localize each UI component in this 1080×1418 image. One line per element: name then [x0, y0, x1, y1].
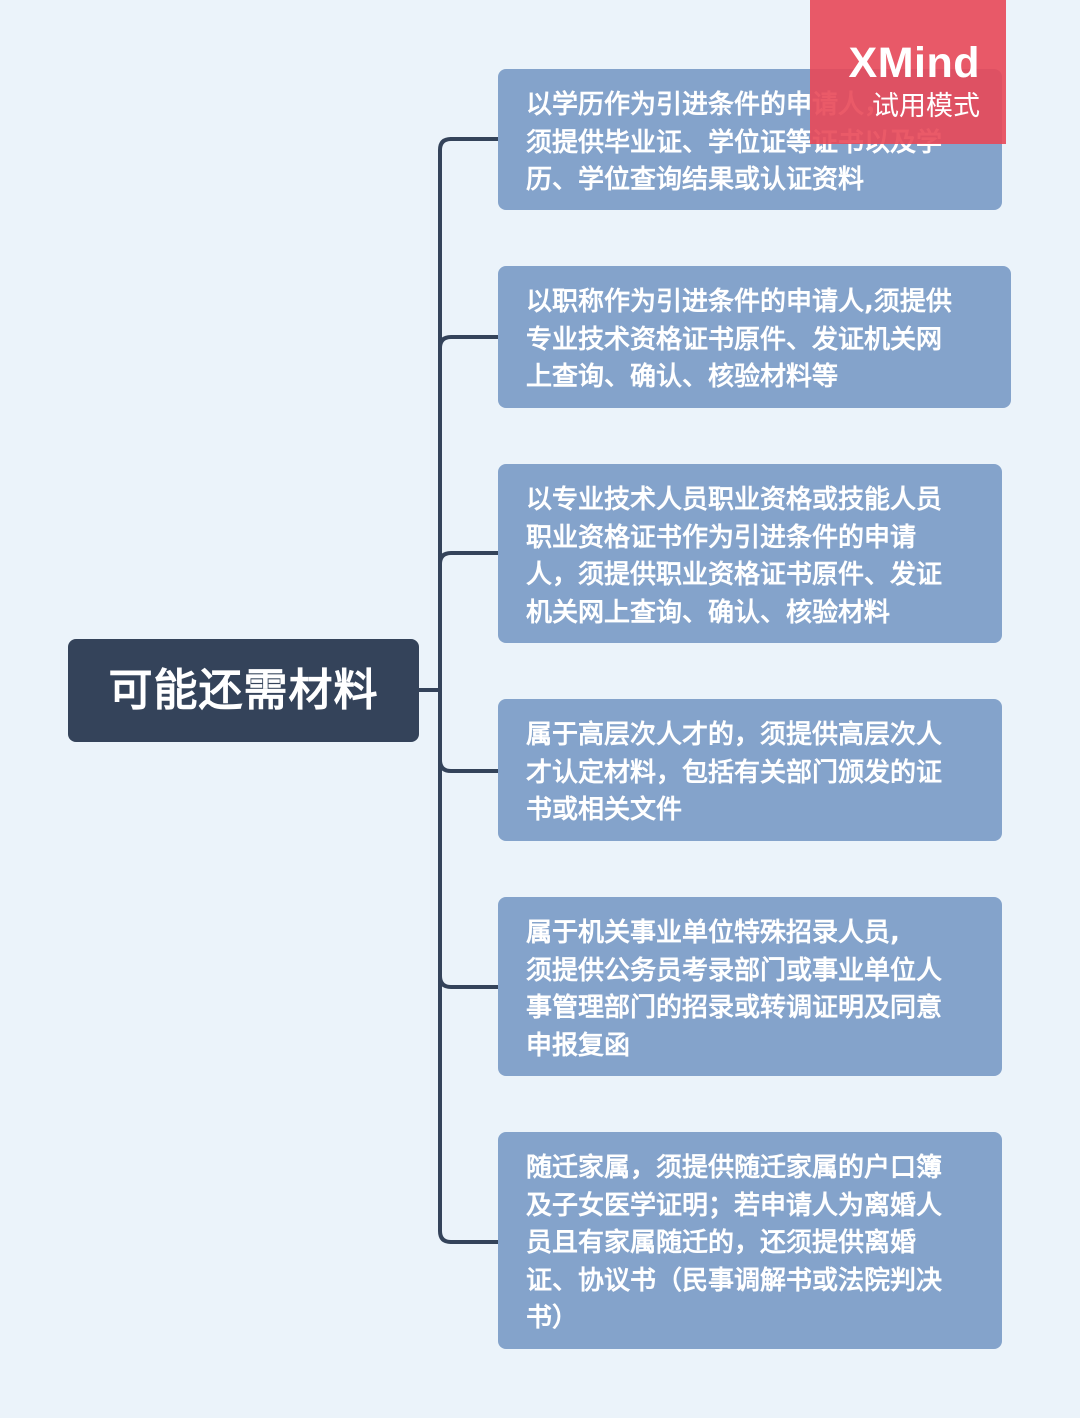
- connector-topic-4: [438, 758, 500, 773]
- root-topic[interactable]: 可能还需材料: [68, 639, 419, 742]
- watermark-mode: 试用模式: [872, 91, 980, 122]
- watermark-brand: XMind: [848, 39, 980, 87]
- xmind-trial-watermark: XMind 试用模式: [810, 0, 1006, 144]
- connector-topic-2: [438, 335, 500, 350]
- topic-vocational-qualification-materials[interactable]: 以专业技术人员职业资格或技能人员 职业资格证书作为引进条件的申请 人，须提供职业…: [498, 464, 1002, 643]
- connector-topic-3: [438, 551, 500, 566]
- topic-accompanying-family-materials[interactable]: 随迁家属，须提供随迁家属的户口簿 及子女医学证明；若申请人为离婚人 员且有家属随…: [498, 1132, 1002, 1349]
- connector-topic-5: [438, 974, 500, 989]
- topic-high-level-talent-materials[interactable]: 属于高层次人才的，须提供高层次人 才认定材料，包括有关部门颁发的证 书或相关文件: [498, 699, 1002, 841]
- topic-professional-title-materials[interactable]: 以职称作为引进条件的申请人,须提供 专业技术资格证书原件、发证机关网 上查询、确…: [498, 266, 1011, 408]
- topic-special-recruitment-materials[interactable]: 属于机关事业单位特殊招录人员, 须提供公务员考录部门或事业单位人 事管理部门的招…: [498, 897, 1002, 1076]
- connector-trunk: [438, 137, 453, 1244]
